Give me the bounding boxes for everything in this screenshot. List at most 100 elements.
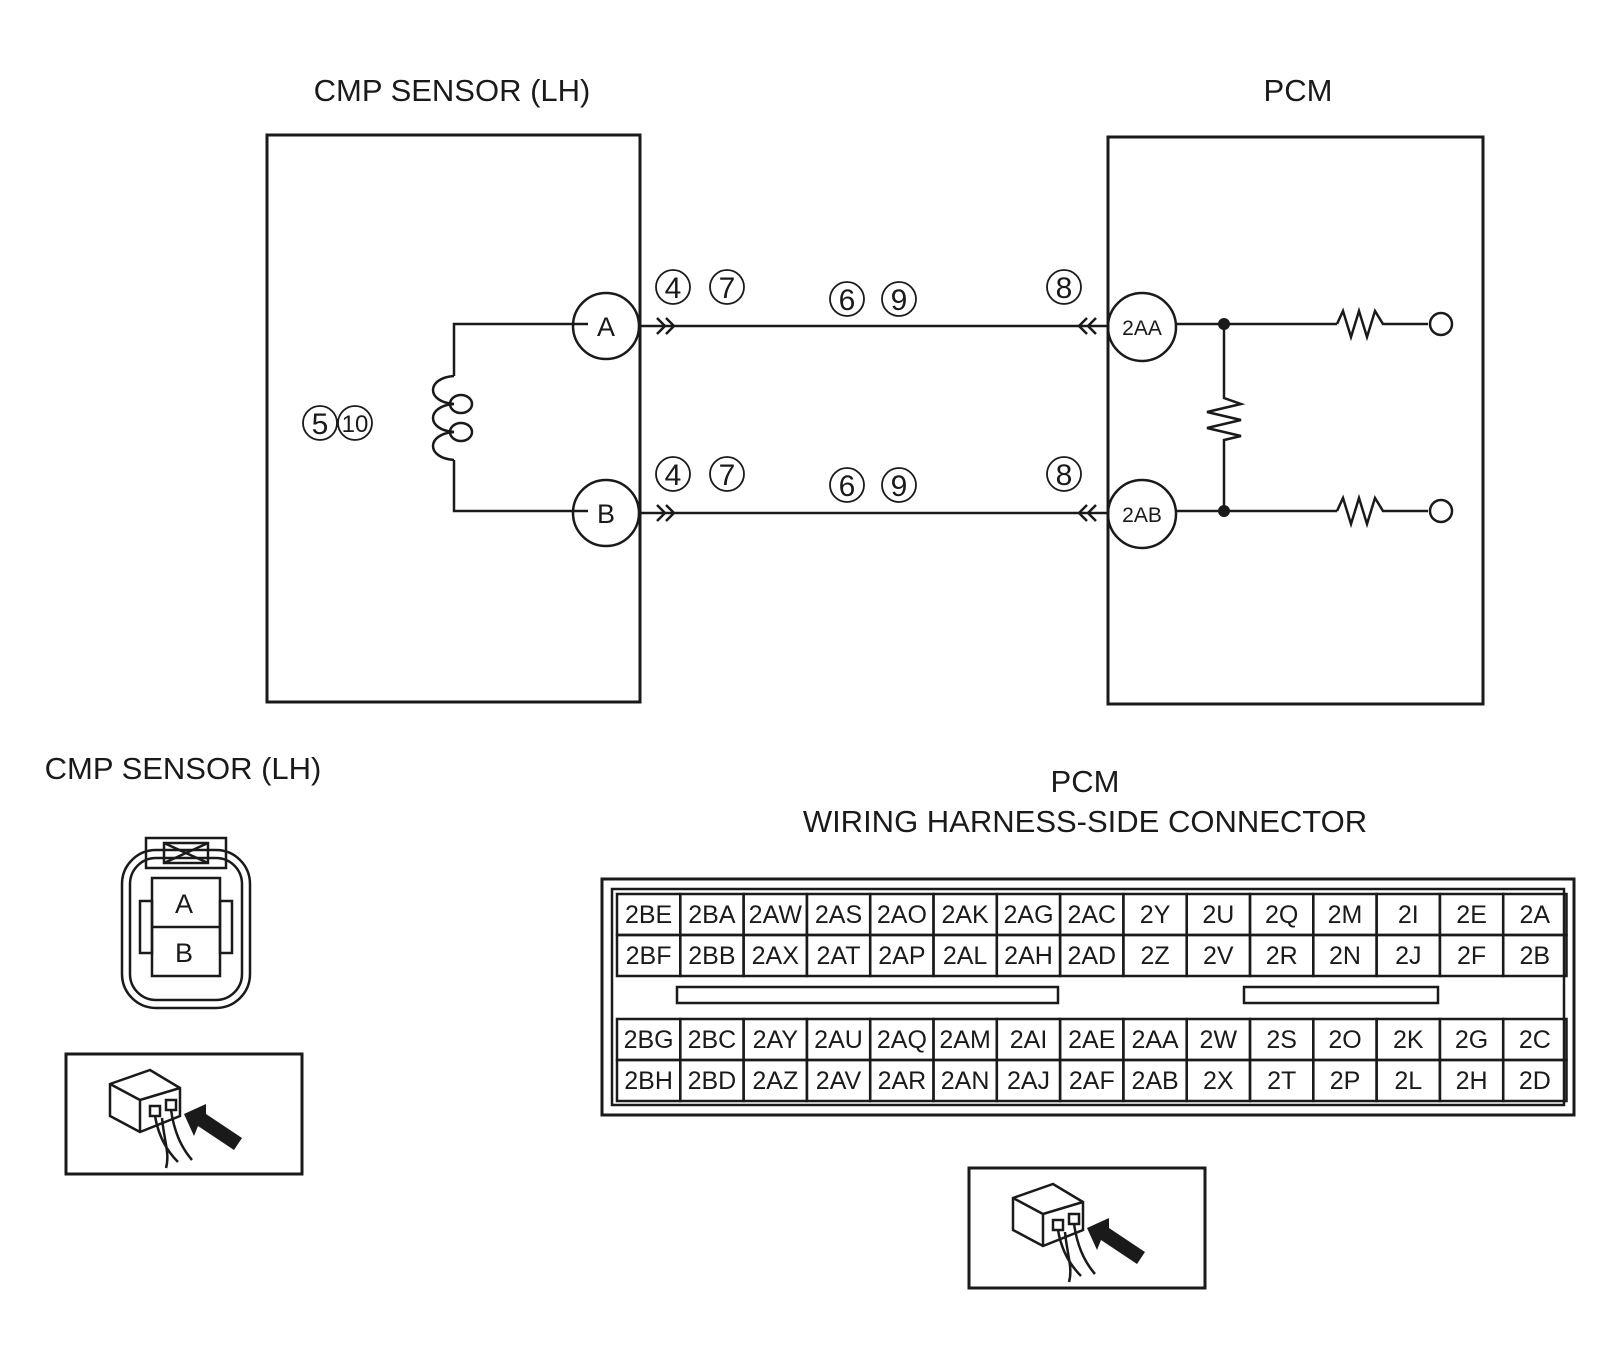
pcm-connector-shell bbox=[600, 877, 1576, 1117]
pcm-terminal-label: 2M bbox=[1328, 901, 1363, 929]
pcm-terminal-label: 2AA bbox=[1131, 1026, 1179, 1054]
pcm-terminal-label: 2AE bbox=[1068, 1026, 1115, 1054]
pcm-terminal-label: 2AB bbox=[1131, 1067, 1178, 1095]
pcm-terminal-label: 2AC bbox=[1067, 901, 1116, 929]
pcm-terminal-label: 2P bbox=[1330, 1067, 1361, 1095]
pcm-connector-inner bbox=[610, 887, 1566, 1107]
pcm-terminal-label: 2AL bbox=[943, 942, 988, 970]
pickup-coil-icon bbox=[432, 322, 588, 513]
step-number: 5 bbox=[312, 408, 329, 441]
step-number: 9 bbox=[891, 470, 908, 503]
step-markers-wire-a: 4 7 6 9 8 bbox=[655, 269, 1082, 317]
pcm-terminal-label: 2J bbox=[1395, 942, 1421, 970]
pcm-terminal-label: 2AS bbox=[815, 901, 862, 929]
pcm-terminal-label: 2T bbox=[1267, 1067, 1296, 1095]
pcm-terminal-label: 2O bbox=[1328, 1026, 1361, 1054]
pcm-terminal-label: 2AU bbox=[814, 1026, 863, 1054]
step-number: 8 bbox=[1056, 272, 1073, 305]
pcm-terminal-label: 2AH bbox=[1004, 942, 1053, 970]
pcm-terminal-label: 2V bbox=[1203, 942, 1234, 970]
pcm-terminal-label: 2X bbox=[1203, 1067, 1234, 1095]
pcm-terminal-label: 2B bbox=[1520, 942, 1551, 970]
harness-side-view-icon bbox=[64, 1052, 304, 1176]
step-number: 7 bbox=[719, 459, 736, 492]
connector-key-left bbox=[675, 985, 1060, 1005]
pcm-terminal-label: 2K bbox=[1393, 1026, 1424, 1054]
pcm-terminal-label: 2AN bbox=[941, 1067, 990, 1095]
pcm-terminal-label: 2BD bbox=[688, 1067, 737, 1095]
pcm-terminal-label: 2S bbox=[1266, 1026, 1297, 1054]
step-number: 7 bbox=[719, 272, 736, 305]
pcm-terminal-label: 2AK bbox=[941, 901, 989, 929]
pcm-terminal-label: 2I bbox=[1398, 901, 1419, 929]
step-number: 8 bbox=[1056, 459, 1073, 492]
pcm-terminal-label: 2AR bbox=[878, 1067, 927, 1095]
step-number: 6 bbox=[839, 470, 856, 503]
pcm-terminal-label: 2AQ bbox=[877, 1026, 927, 1054]
pcm-terminal-label: 2Z bbox=[1141, 942, 1170, 970]
pcm-terminal-cell bbox=[1501, 1058, 1568, 1103]
step-markers-wire-b: 4 7 6 9 8 bbox=[655, 456, 1082, 503]
pcm-terminal-label: 2AT bbox=[817, 942, 861, 970]
pcm-title: PCM bbox=[1264, 73, 1333, 108]
sensor-body bbox=[265, 133, 642, 704]
pcm-terminal-label: 2AI bbox=[1010, 1026, 1048, 1054]
pcm-terminal-label: 2R bbox=[1266, 942, 1298, 970]
harness-side-view-icon bbox=[967, 1166, 1207, 1290]
harness-wire-a bbox=[640, 317, 1108, 335]
sensor-connector-face bbox=[120, 836, 252, 1010]
step-number: 9 bbox=[891, 284, 908, 317]
coil-step-markers: 5 10 bbox=[302, 405, 373, 441]
sensor-terminal-a bbox=[571, 291, 641, 361]
pcm-terminal-label: 2BF bbox=[626, 942, 672, 970]
pcm-terminal-label: 2BC bbox=[688, 1026, 737, 1054]
pcm-terminal-label: 2AF bbox=[1069, 1067, 1115, 1095]
pcm-terminal-label: 2AP bbox=[878, 942, 925, 970]
sensor-terminal-label: B bbox=[597, 499, 615, 529]
pcm-internal-circuit bbox=[1176, 306, 1454, 529]
sensor-connector-terminal: A bbox=[175, 889, 193, 919]
pcm-terminal-2aa bbox=[1106, 291, 1178, 363]
pcm-terminal-label: 2W bbox=[1200, 1026, 1238, 1054]
pcm-terminal-label: 2BE bbox=[625, 901, 672, 929]
pcm-terminal-label: 2BH bbox=[624, 1067, 673, 1095]
pcm-terminal-label: 2AV bbox=[816, 1067, 862, 1095]
sensor-terminal-label: A bbox=[597, 312, 615, 342]
pcm-terminal-label: 2AO bbox=[877, 901, 927, 929]
pcm-terminal-label: 2C bbox=[1519, 1026, 1551, 1054]
pcm-terminal-label: 2AZ bbox=[752, 1067, 798, 1095]
pcm-terminal-label: 2AW bbox=[749, 901, 803, 929]
pcm-terminal-label: 2BG bbox=[624, 1026, 674, 1054]
pcm-terminal-label: 2U bbox=[1202, 901, 1234, 929]
sensor-terminal-b bbox=[571, 478, 641, 548]
pcm-connector-title: PCM bbox=[1051, 764, 1120, 799]
pcm-terminal-label: 2Q bbox=[1265, 901, 1298, 929]
pcm-terminal-label: 2D bbox=[1519, 1067, 1551, 1095]
sensor-connector-terminal: B bbox=[175, 938, 193, 968]
pcm-terminal-label: 2A bbox=[1520, 901, 1551, 929]
pcm-terminal-label: 2E bbox=[1456, 901, 1487, 929]
connector-key-right bbox=[1242, 985, 1440, 1005]
pcm-terminal-label: 2AX bbox=[752, 942, 800, 970]
pcm-terminal-cell bbox=[1501, 933, 1568, 978]
sensor-connector-title: CMP SENSOR (LH) bbox=[45, 751, 322, 786]
pcm-terminal-label: 2F bbox=[1457, 942, 1486, 970]
step-number: 4 bbox=[665, 459, 682, 492]
step-number: 4 bbox=[665, 272, 682, 305]
pcm-terminal-label: 2AD bbox=[1067, 942, 1116, 970]
pcm-terminal-label: 2AB bbox=[1122, 504, 1162, 527]
pcm-terminal-label: 2AA bbox=[1122, 317, 1162, 340]
pcm-terminal-label: 2N bbox=[1329, 942, 1361, 970]
harness-wire-b bbox=[640, 504, 1108, 522]
pcm-terminal-label: 2AM bbox=[939, 1026, 990, 1054]
step-number: 10 bbox=[342, 411, 369, 438]
pcm-terminal-label: 2BB bbox=[688, 942, 735, 970]
pcm-body bbox=[1106, 135, 1485, 706]
pcm-terminal-label: 2AY bbox=[753, 1026, 799, 1054]
pcm-terminal-label: 2AJ bbox=[1007, 1067, 1050, 1095]
sensor-title: CMP SENSOR (LH) bbox=[314, 73, 591, 108]
pcm-terminal-label: 2H bbox=[1456, 1067, 1488, 1095]
pcm-terminal-label: 2L bbox=[1394, 1067, 1422, 1095]
